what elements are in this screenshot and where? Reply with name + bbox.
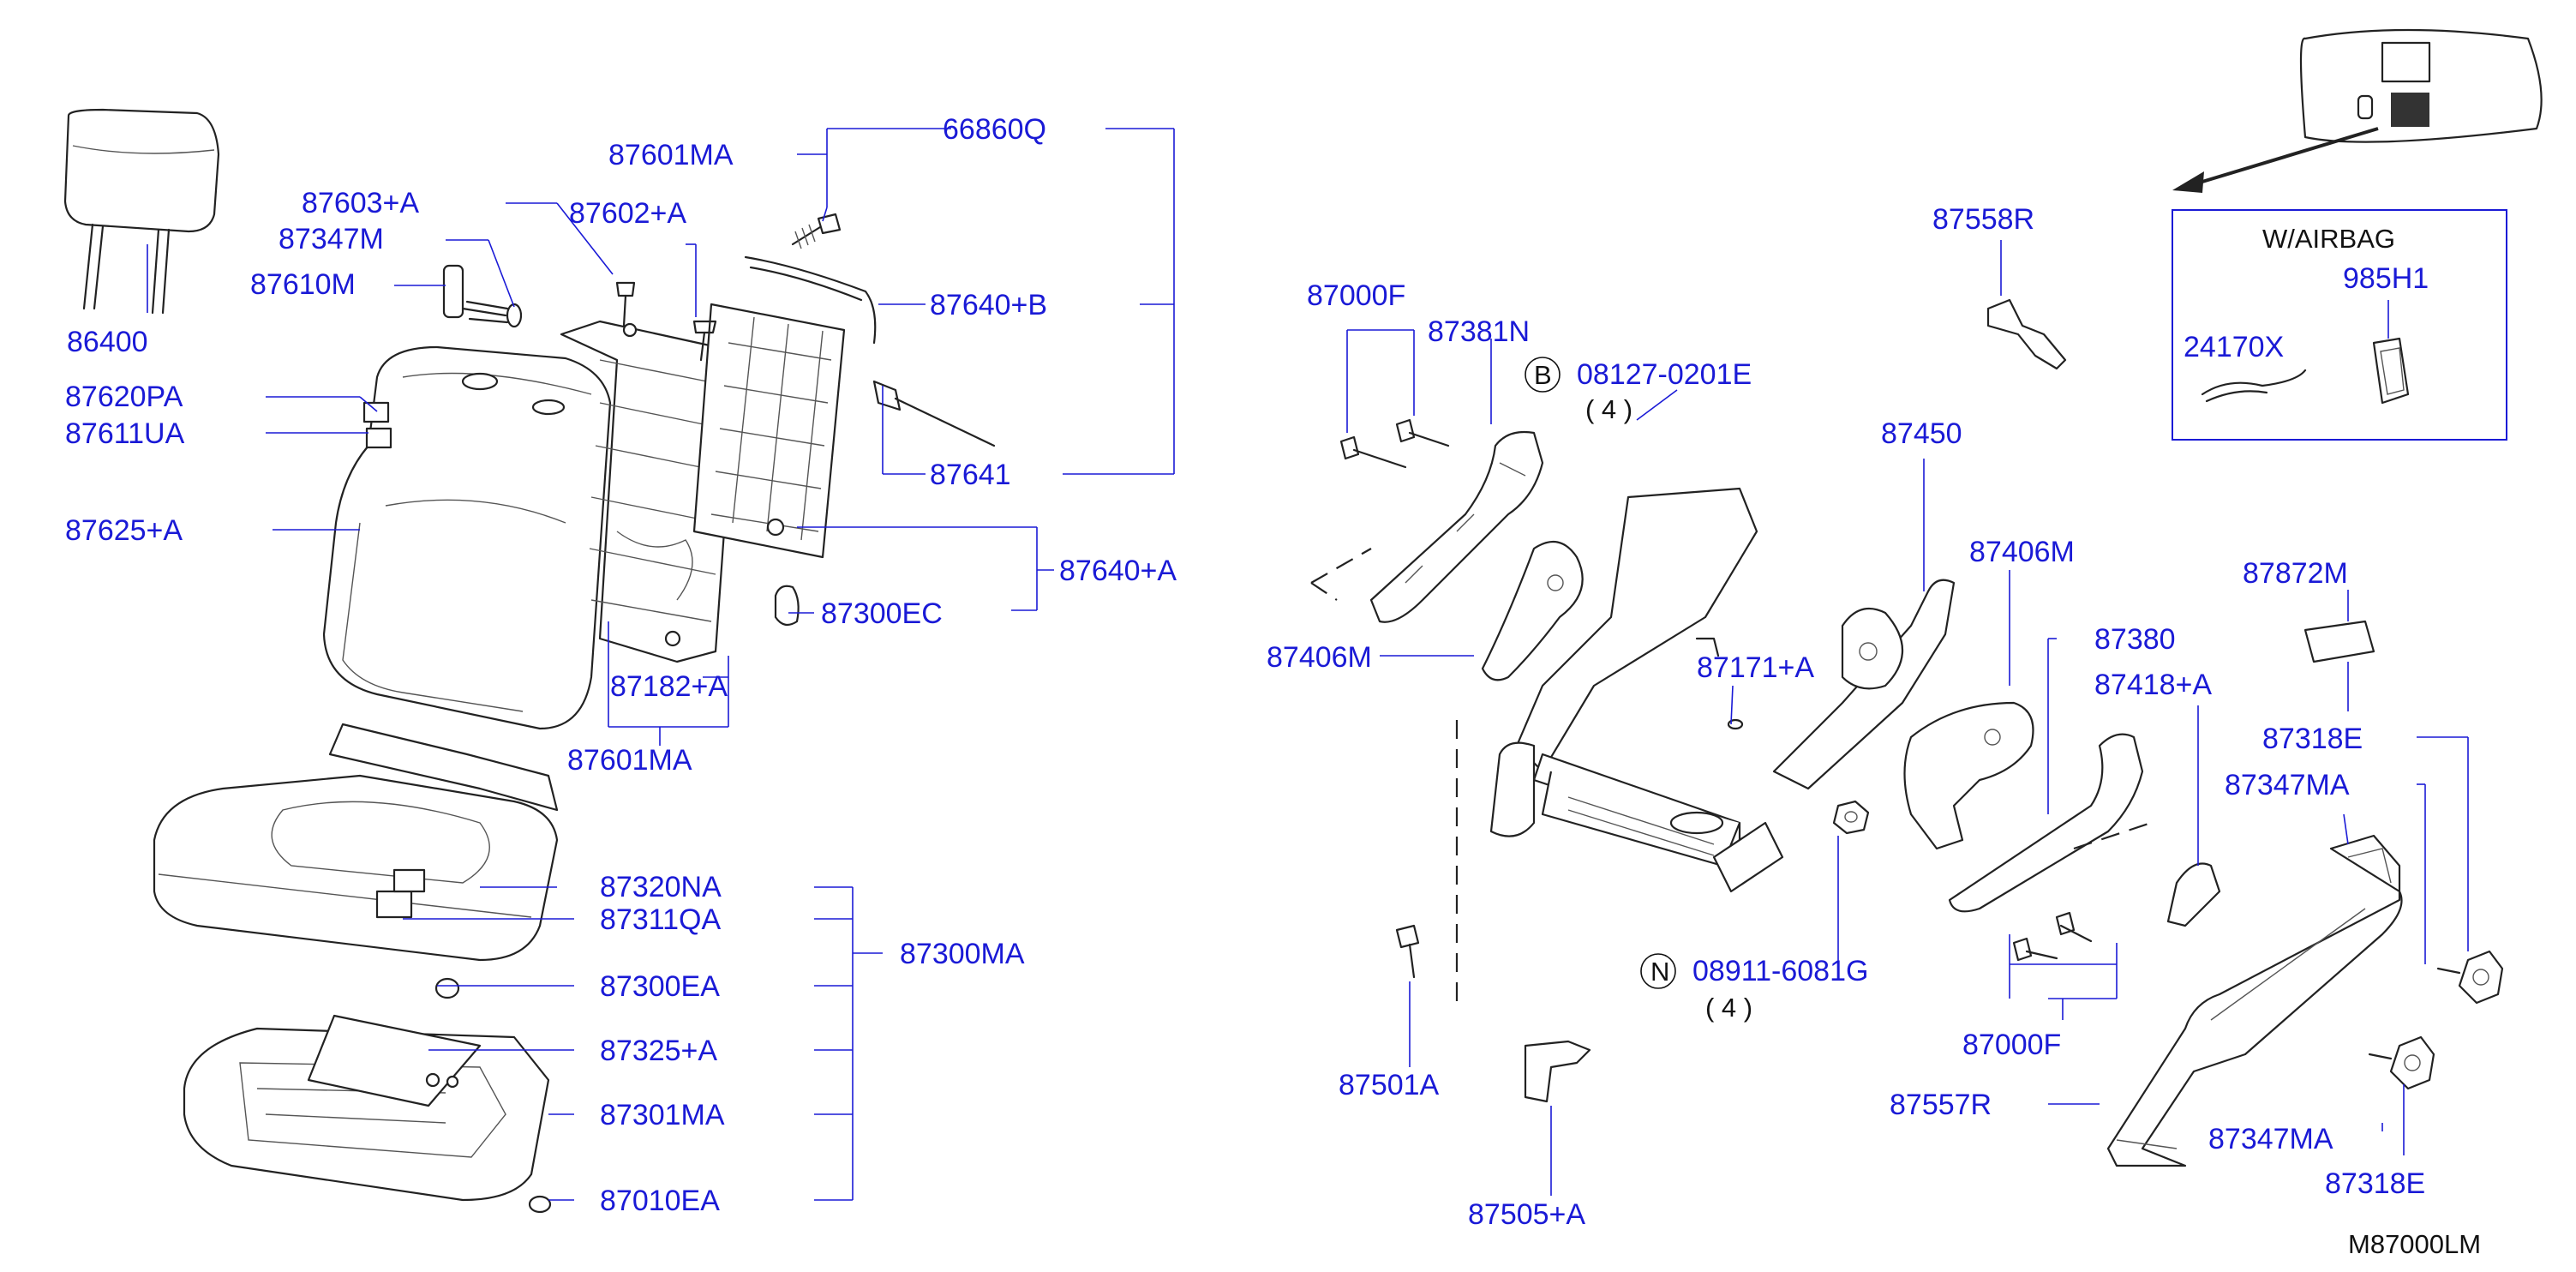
left-recliner-arm-part	[1310, 430, 1544, 623]
inset-title: W/AIRBAG	[2262, 224, 2395, 254]
callout-87505a: 87505+A	[1468, 1198, 1585, 1231]
callout-87318e-top: 87318E	[2262, 723, 2363, 755]
callout-87300ec: 87300EC	[821, 597, 943, 630]
nut-part	[1832, 800, 1870, 835]
callout-87320na: 87320NA	[600, 871, 722, 903]
seatback-frame-part	[560, 320, 739, 663]
callout-87000f-top: 87000F	[1307, 279, 1405, 312]
callout-87000f-bot: 87000F	[1962, 1029, 2061, 1061]
callout-87406m-right: 87406M	[1969, 536, 2075, 568]
callout-86400: 86400	[67, 326, 148, 358]
callout-87872m: 87872M	[2243, 557, 2348, 590]
callout-87347ma-bot: 87347MA	[2208, 1123, 2333, 1155]
callout-87640a: 87640+A	[1059, 555, 1177, 587]
side-trim-part	[2106, 834, 2403, 1167]
right-recliner-arm-part	[1948, 733, 2152, 913]
seat-pan-part	[183, 1014, 552, 1214]
callout-08911-qty: ( 4 )	[1705, 993, 1752, 1023]
callout-87620pa: 87620PA	[65, 381, 183, 413]
callout-87301ma: 87301MA	[600, 1099, 725, 1131]
bolts-lower-right	[2012, 911, 2093, 962]
callout-87601ma-bot: 87601MA	[567, 744, 692, 777]
callout-24170x: 24170X	[2184, 331, 2284, 363]
bracket-87558r-part	[1986, 298, 2067, 370]
left-plate-part	[1481, 540, 1584, 681]
seatback-cushion-part	[322, 345, 612, 730]
callout-87625a: 87625+A	[65, 514, 183, 547]
back-board-part	[692, 255, 877, 559]
callout-87558r: 87558R	[1932, 203, 2034, 236]
callout-87418a: 87418+A	[2094, 669, 2212, 701]
callout-87601ma-top: 87601MA	[608, 139, 734, 171]
seat-track-frame-part	[1489, 487, 1956, 893]
callout-87611ua: 87611UA	[65, 417, 185, 450]
callout-87300ea: 87300EA	[600, 970, 720, 1003]
callout-87311qa: 87311QA	[600, 903, 721, 936]
callout-08127-0201e: 08127-0201E	[1577, 358, 1752, 391]
bracket-87505a-part	[1524, 1040, 1591, 1103]
callout-87603a: 87603+A	[302, 187, 419, 219]
bolts-upper-left	[1339, 418, 1450, 469]
callout-87381n: 87381N	[1428, 315, 1530, 348]
right-plate-part	[1903, 701, 2034, 850]
callout-87501a: 87501A	[1339, 1069, 1440, 1101]
headrest-part	[63, 108, 220, 315]
vehicle-locator-part	[2172, 28, 2543, 193]
callout-87380: 87380	[2094, 623, 2176, 656]
callout-labels: 86400 87603+A 87347M 87610M 87620PA 8761…	[65, 113, 2481, 1259]
callout-87641: 87641	[930, 459, 1011, 491]
callout-87182a: 87182+A	[610, 670, 728, 703]
airbag-inset: W/AIRBAG 985H1 24170X	[2172, 209, 2507, 441]
callout-87602a: 87602+A	[569, 197, 686, 230]
cover-87418a-part	[2166, 862, 2221, 927]
leader-lines	[147, 128, 2469, 1201]
callout-08911-symbol: N	[1650, 957, 1669, 987]
callout-87557r: 87557R	[1890, 1089, 1992, 1121]
callout-08911-6081g: 08911-6081G	[1692, 955, 1868, 987]
callout-87347ma-top: 87347MA	[2225, 769, 2350, 801]
callout-87300ma: 87300MA	[900, 938, 1025, 970]
callout-08127-qty: ( 4 )	[1585, 394, 1632, 424]
seat-cushion-part	[153, 723, 559, 999]
finisher-87872m-part	[2303, 620, 2375, 663]
knob-upper-part	[2436, 950, 2504, 1005]
small-fasteners-upper	[442, 213, 996, 627]
callout-87347m: 87347M	[279, 223, 384, 255]
callout-66860q: 66860Q	[943, 113, 1046, 146]
callout-87318e-bot: 87318E	[2325, 1167, 2425, 1200]
callout-87171a: 87171+A	[1697, 651, 1814, 684]
callout-985h1: 985H1	[2343, 262, 2429, 295]
bolt-87501a-part	[1395, 720, 1459, 1003]
knob-lower-part	[2368, 1035, 2435, 1090]
part-illustrations	[63, 28, 2543, 1214]
callout-08127-symbol: B	[1534, 360, 1552, 390]
callout-87010ea: 87010EA	[600, 1185, 720, 1217]
callout-87610m: 87610M	[250, 268, 356, 301]
callout-87640b: 87640+B	[930, 289, 1047, 321]
callout-87406m-left: 87406M	[1267, 641, 1372, 674]
callout-87325a: 87325+A	[600, 1035, 717, 1067]
drawing-code: M87000LM	[2348, 1229, 2481, 1259]
callout-87450: 87450	[1881, 417, 1962, 450]
